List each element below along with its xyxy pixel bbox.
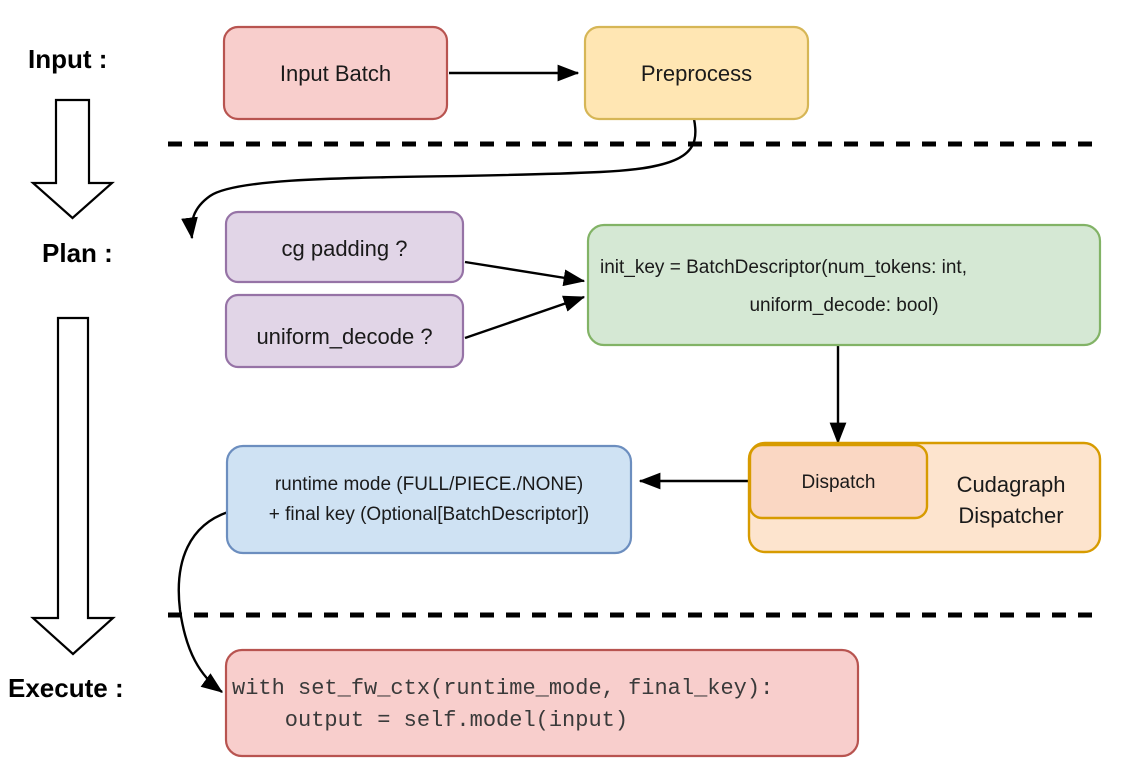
node-execute-code-line2: output = self.model(input) bbox=[232, 708, 628, 733]
node-dispatch[interactable]: Dispatch bbox=[748, 443, 929, 520]
node-dispatch-shape bbox=[748, 443, 929, 520]
node-runtime-mode-shape bbox=[225, 444, 633, 555]
node-cg-padding-shape bbox=[224, 210, 465, 284]
node-init-key-line2: uniform_decode: bool) bbox=[749, 295, 938, 316]
node-runtime-mode-line2: + final key (Optional[BatchDescriptor]) bbox=[269, 504, 590, 525]
node-cudagraph-dispatcher-line2: Dispatcher bbox=[958, 503, 1063, 528]
node-input-batch[interactable]: Input Batch bbox=[222, 25, 449, 121]
stage-label-plan: Plan : bbox=[42, 238, 113, 268]
node-init-key-shape bbox=[586, 223, 1102, 347]
node-init-key[interactable]: init_key = BatchDescriptor(num_tokens: i… bbox=[586, 223, 1102, 347]
node-uniform-decode-shape bbox=[224, 293, 465, 369]
stage-label-execute: Execute : bbox=[8, 673, 124, 703]
edge-runtime-mode-to-execute bbox=[177, 510, 229, 693]
node-init-key-line1: init_key = BatchDescriptor(num_tokens: i… bbox=[600, 257, 967, 278]
node-runtime-mode[interactable]: runtime mode (FULL/PIECE./NONE) + final … bbox=[225, 444, 633, 555]
edge-preprocess-to-cg-padding bbox=[181, 118, 697, 240]
node-cg-padding[interactable]: cg padding ? bbox=[224, 210, 465, 284]
node-input-batch-label: Input Batch bbox=[280, 61, 391, 86]
node-runtime-mode-line1: runtime mode (FULL/PIECE./NONE) bbox=[275, 474, 583, 495]
node-uniform-decode[interactable]: uniform_decode ? bbox=[224, 293, 465, 369]
edge-cg-padding-to-init-key bbox=[464, 260, 586, 287]
stage-label-input: Input : bbox=[28, 44, 107, 74]
node-preprocess-shape bbox=[583, 25, 810, 121]
node-cudagraph-dispatcher-line1: Cudagraph bbox=[957, 472, 1066, 497]
node-preprocess[interactable]: Preprocess bbox=[583, 25, 810, 121]
edge-uniform-decode-to-init-key bbox=[464, 295, 586, 340]
input-to-plan-flow-arrow bbox=[30, 98, 115, 220]
node-cg-padding-label: cg padding ? bbox=[282, 236, 408, 261]
node-execute-code[interactable]: with set_fw_ctx(runtime_mode, final_key)… bbox=[224, 648, 860, 758]
node-preprocess-label: Preprocess bbox=[641, 61, 752, 86]
node-execute-code-line1: with set_fw_ctx(runtime_mode, final_key)… bbox=[232, 676, 773, 701]
node-input-batch-shape bbox=[222, 25, 449, 121]
node-uniform-decode-label: uniform_decode ? bbox=[256, 324, 432, 349]
node-dispatch-label: Dispatch bbox=[802, 472, 876, 493]
node-execute-code-shape bbox=[224, 648, 860, 758]
plan-to-execute-flow-arrow bbox=[30, 316, 116, 656]
